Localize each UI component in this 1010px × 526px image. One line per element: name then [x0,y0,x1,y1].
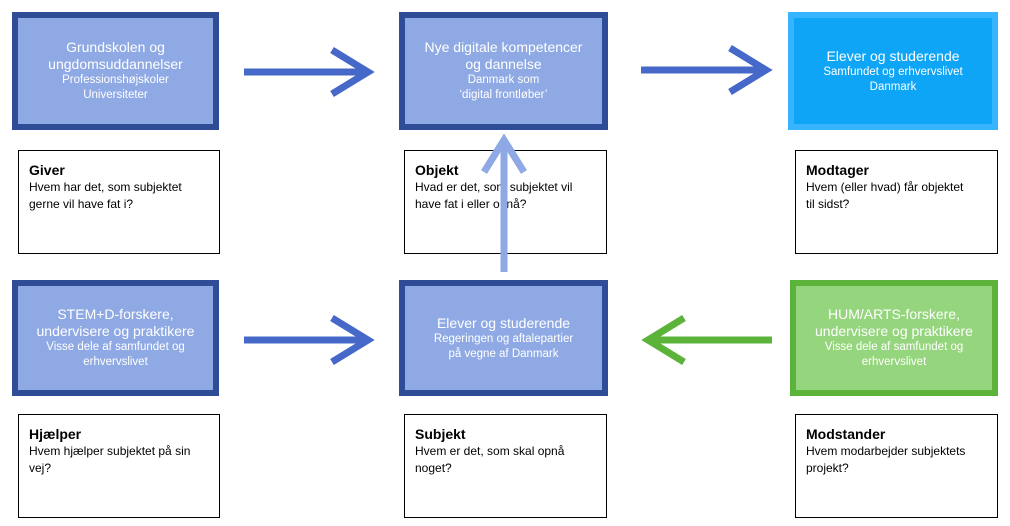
arrow-subjekt-to-objekt [481,133,527,272]
hjaelper-box-sub-line-1: Visse dele af samfundet og [46,341,185,353]
modstander-box-sub-line-1: Visse dele af samfundet og [824,341,964,353]
hjaelper-box-sub-line-2: erhvervslivet [83,356,148,368]
giver-box-main-line-1: Grundskolen og [66,39,165,55]
objekt-box-sub-line-1: Danmark som [467,74,540,86]
hjaelper-card: Hjælper Hvem hjælper subjektet på sin ve… [18,414,220,518]
hjaelper-card-desc-line-2: vej? [29,461,52,475]
modtager-box-sub-line-2: Danmark [869,80,917,93]
modstander-box-main-line-2: undervisere og praktikere [815,323,973,339]
modstander-box-main-line-1: HUM/ARTS-forskere, [828,306,960,322]
objekt-box-main-line-2: og dannelse [465,56,542,72]
hjaelper-box: STEM+D-forskere, undervisere og praktike… [12,280,219,396]
modtager-card-desc-line-1: Hvem (eller hvad) får objektet [806,180,964,194]
giver-card-desc-line-2: gerne vil have fat i? [29,197,134,211]
objekt-card-desc-line-2: have fat i eller opnå? [415,197,527,211]
subjekt-card: Subjekt Hvem er det, som skal opnå noget… [404,414,607,518]
modtager-box-main-line-1: Elever og studerende [826,47,960,64]
modtager-card: Modtager Hvem (eller hvad) får objektet … [795,150,998,254]
hjaelper-card-title: Hjælper [29,426,82,442]
giver-box-main-line-2: ungdomsuddannelser [48,56,183,72]
modstander-card-desc-line-2: projekt? [806,461,849,475]
subjekt-card-title: Subjekt [415,426,466,442]
objekt-card-desc-line-1: Hvad er det, som subjektet vil [415,180,573,194]
hjaelper-box-main-line-2: undervisere og praktikere [36,323,195,339]
giver-box: Grundskolen og ungdomsuddannelser Profes… [12,12,219,130]
subjekt-box-sub-line-1: Regeringen og aftalepartier [433,332,574,345]
objekt-box: Nye digitale kompetencer og dannelse Dan… [399,12,608,130]
objekt-box-sub-line-2: ‘digital frontløber’ [459,89,548,101]
hjaelper-card-desc-line-1: Hvem hjælper subjektet på sin [29,444,191,458]
modtager-box: Elever og studerende Samfundet og erhver… [788,12,998,130]
objekt-box-main-line-1: Nye digitale kompetencer [424,39,583,55]
modtager-card-desc-line-2: til sidst? [806,197,850,211]
subjekt-card-desc-line-1: Hvem er det, som skal opnå [415,444,565,458]
giver-card-desc-line-1: Hvem har det, som subjektet [29,180,182,194]
giver-card-title: Giver [29,162,65,178]
modtager-box-sub-line-1: Samfundet og erhvervslivet [823,65,963,78]
modstander-card-title: Modstander [806,426,886,442]
modstander-card: Modstander Hvem modarbejder subjektets p… [795,414,998,518]
modtager-card-title: Modtager [806,162,869,178]
arrow-objekt-to-modtager [641,45,773,95]
subjekt-box: Elever og studerende Regeringen og aftal… [399,280,608,396]
giver-box-sub-line-2: Universiteter [83,89,148,101]
hjaelper-box-main-line-1: STEM+D-forskere, [57,306,174,322]
modstander-box: HUM/ARTS-forskere, undervisere og prakti… [790,280,998,396]
subjekt-card-desc-line-2: noget? [415,461,452,475]
giver-box-sub-line-1: Professionshøjskoler [62,74,169,86]
arrow-hjaelper-to-subjekt [244,315,375,365]
giver-card: Giver Hvem har det, som subjektet gerne … [18,150,220,254]
objekt-card-title: Objekt [415,162,459,178]
arrow-modstander-to-subjekt [641,315,772,365]
modstander-card-desc-line-1: Hvem modarbejder subjektets [806,444,966,458]
subjekt-box-sub-line-2: på vegne af Danmark [448,347,559,360]
subjekt-box-main-line-1: Elever og studerende [436,314,571,331]
arrow-giver-to-objekt [244,47,375,97]
modstander-box-sub-line-2: erhvervslivet [861,356,927,368]
